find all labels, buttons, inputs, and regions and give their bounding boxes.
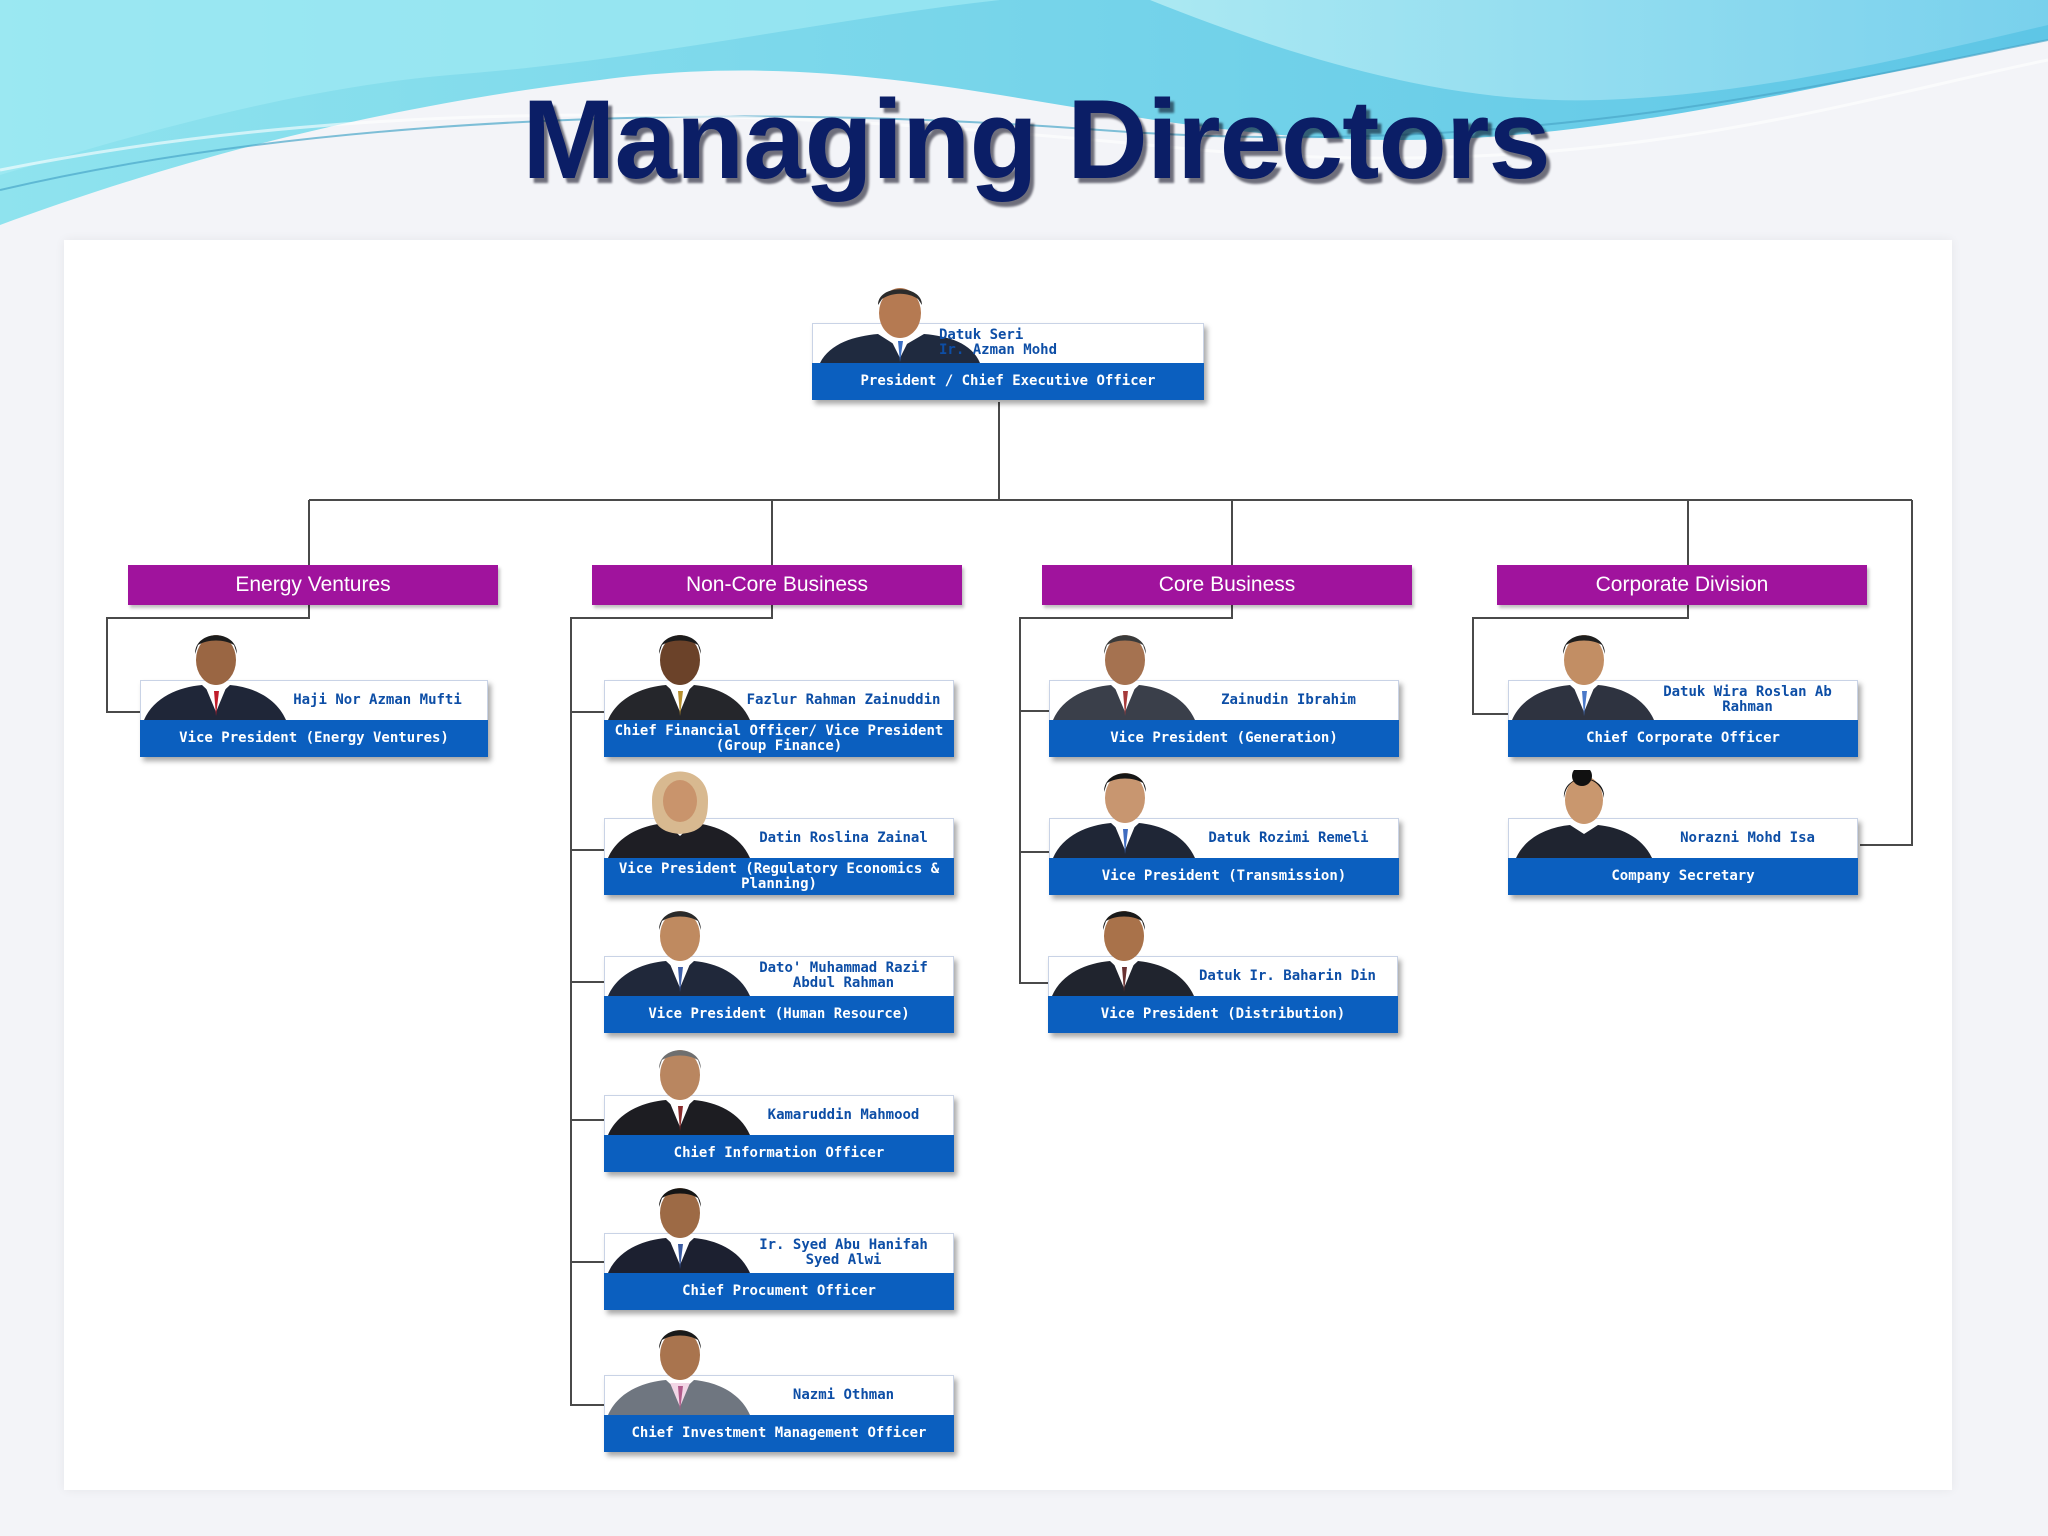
member-name: Datuk Ir. Baharin Din <box>1198 967 1376 984</box>
ceo-card: Datuk Seri Ir. Azman Mohd President / Ch… <box>812 288 1204 400</box>
member-title: Chief Investment Management Officer <box>604 1415 954 1452</box>
portrait-photo <box>1512 635 1654 720</box>
division-header-energy-ventures: Energy Ventures <box>128 565 498 605</box>
portrait-photo <box>608 1188 750 1273</box>
member-name: Nazmi Othman <box>792 1386 895 1403</box>
ceo-name: Datuk Seri Ir. Azman Mohd <box>939 327 1058 358</box>
member-card: Nazmi Othman Chief Investment Management… <box>604 1330 954 1452</box>
member-name: Ir. Syed Abu Hanifah Syed Alwi <box>759 1237 928 1268</box>
division-header-non-core-business: Non-Core Business <box>592 565 962 605</box>
member-name: Haji Nor Azman Mufti <box>293 691 462 708</box>
member-name: Fazlur Rahman Zainuddin <box>746 691 941 708</box>
member-card: Dato' Muhammad Razif Abdul Rahman Vice P… <box>604 911 954 1033</box>
member-name: Datuk Wira Roslan Ab Rahman <box>1663 684 1832 715</box>
member-card: Kamaruddin Mahmood Chief Information Off… <box>604 1050 954 1172</box>
member-card: Datin Roslina Zainal Vice President (Reg… <box>604 771 954 895</box>
division-header-corporate-division: Corporate Division <box>1497 565 1867 605</box>
portrait-photo <box>1053 773 1195 858</box>
member-card: Haji Nor Azman Mufti Vice President (Ene… <box>140 635 488 757</box>
portrait-photo <box>608 911 750 996</box>
member-title: Company Secretary <box>1508 858 1858 895</box>
member-title: Chief Procument Officer <box>604 1273 954 1310</box>
member-card: Datuk Wira Roslan Ab Rahman Chief Corpor… <box>1508 635 1858 757</box>
member-card: Ir. Syed Abu Hanifah Syed Alwi Chief Pro… <box>604 1188 954 1310</box>
portrait-photo <box>820 288 980 363</box>
member-title: Vice President (Transmission) <box>1049 858 1399 895</box>
member-card: Datuk Ir. Baharin Din Vice President (Di… <box>1048 911 1398 1033</box>
member-card: Zainudin Ibrahim Vice President (Generat… <box>1049 635 1399 757</box>
portrait-photo <box>608 771 750 858</box>
member-title: Vice President (Regulatory Economics & P… <box>604 858 954 895</box>
portrait-photo <box>608 1330 750 1415</box>
wave-background <box>0 0 2048 240</box>
member-name: Dato' Muhammad Razif Abdul Rahman <box>759 960 928 991</box>
portrait-photo <box>1516 770 1652 858</box>
ceo-title: President / Chief Executive Officer <box>812 363 1204 400</box>
member-title: Chief Financial Officer/ Vice President … <box>604 720 954 757</box>
member-title: Vice President (Energy Ventures) <box>140 720 488 757</box>
member-card: Norazni Mohd Isa Company Secretary <box>1508 770 1858 895</box>
portrait-photo <box>1053 635 1195 720</box>
member-title: Vice President (Human Resource) <box>604 996 954 1033</box>
member-name: Kamaruddin Mahmood <box>767 1106 920 1123</box>
member-title: Vice President (Generation) <box>1049 720 1399 757</box>
member-name: Datuk Rozimi Remeli <box>1208 829 1369 846</box>
member-name: Zainudin Ibrahim <box>1221 691 1356 708</box>
portrait-photo <box>608 1050 750 1135</box>
portrait-photo <box>608 635 750 720</box>
member-title: Chief Corporate Officer <box>1508 720 1858 757</box>
division-header-core-business: Core Business <box>1042 565 1412 605</box>
portrait-photo <box>1052 911 1194 996</box>
slide-title: Managing Directors <box>522 77 1551 202</box>
member-card: Fazlur Rahman Zainuddin Chief Financial … <box>604 635 954 757</box>
portrait-photo <box>144 635 286 720</box>
member-name: Norazni Mohd Isa <box>1680 829 1815 846</box>
member-card: Datuk Rozimi Remeli Vice President (Tran… <box>1049 773 1399 895</box>
member-title: Chief Information Officer <box>604 1135 954 1172</box>
member-name: Datin Roslina Zainal <box>759 829 928 846</box>
member-title: Vice President (Distribution) <box>1048 996 1398 1033</box>
